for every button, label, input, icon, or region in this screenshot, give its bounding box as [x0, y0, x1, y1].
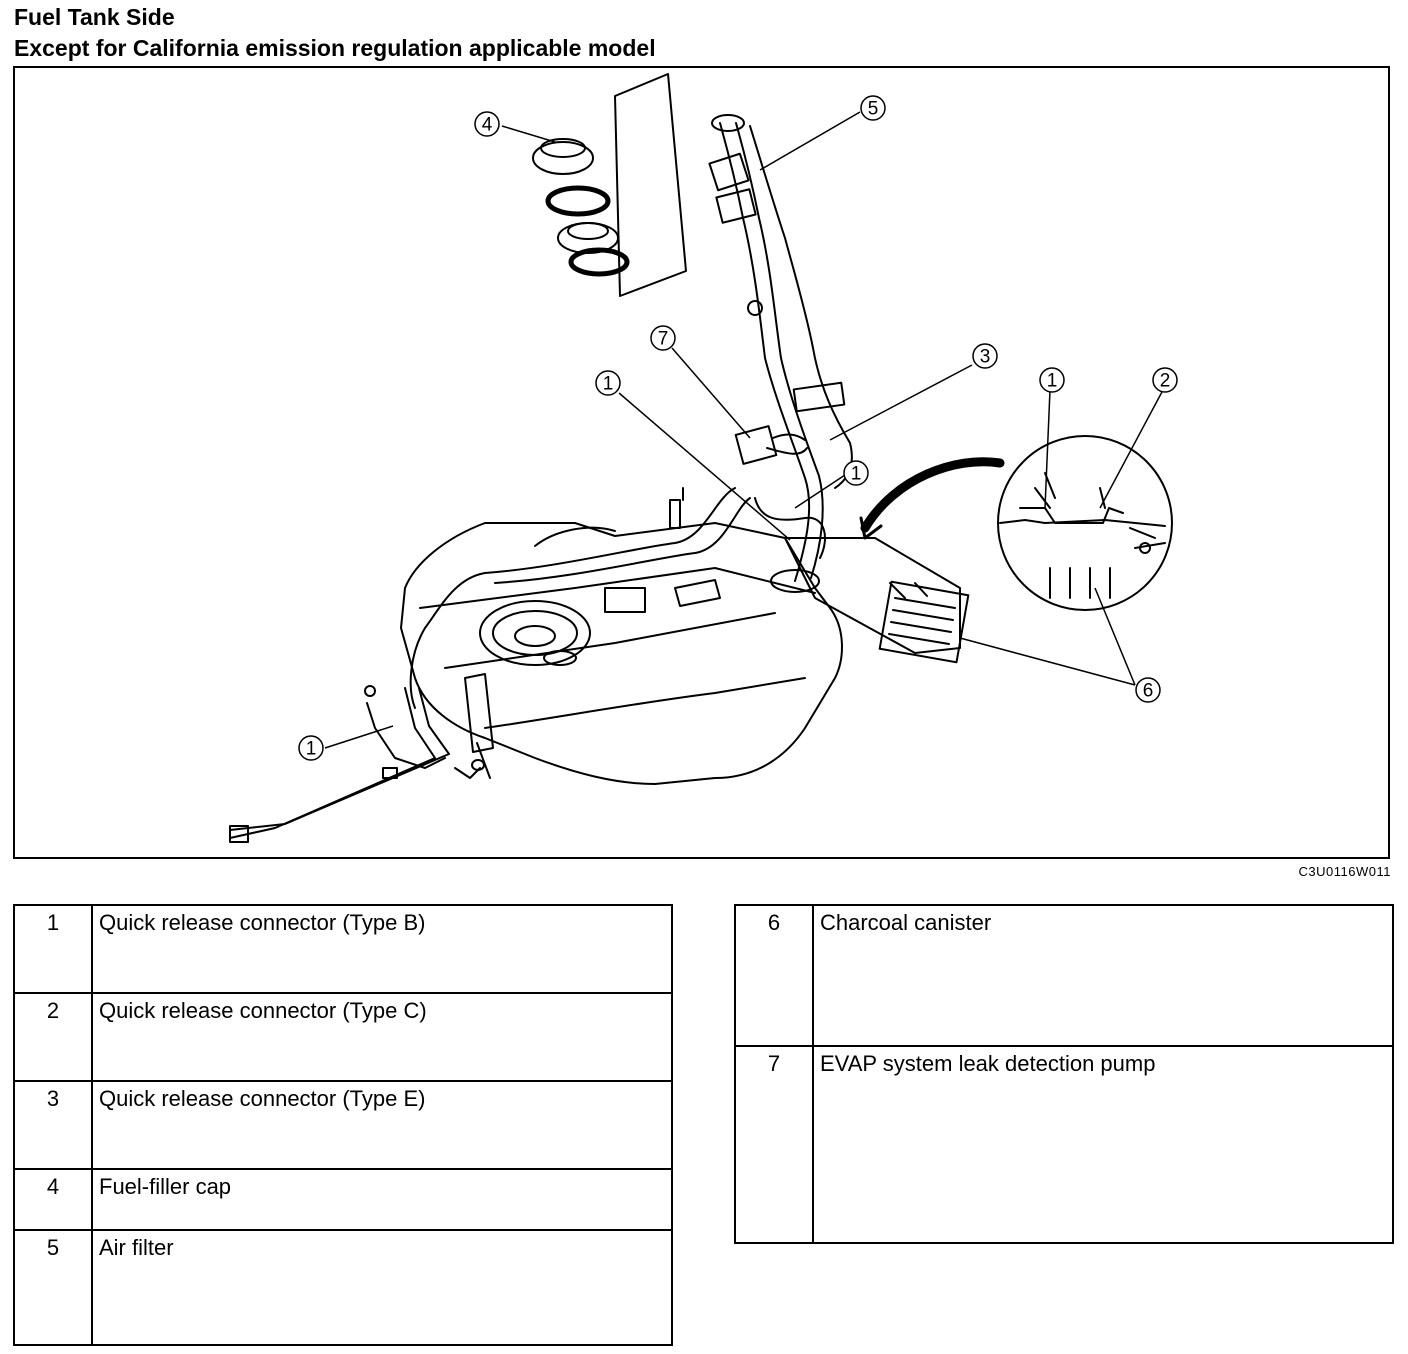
fuel-filler-cap-part [532, 141, 594, 175]
part-name: Fuel-filler cap [91, 1168, 673, 1231]
part-number: 4 [13, 1168, 93, 1231]
callout-4: 4 [482, 115, 493, 136]
figure-code: C3U0116W011 [1298, 864, 1391, 879]
evap-pump [734, 425, 778, 465]
detail-arrow [860, 457, 1005, 533]
callout-3: 3 [980, 347, 991, 368]
table-row: 7 EVAP system leak detection pump [734, 1045, 1394, 1244]
part-number: 2 [13, 992, 93, 1082]
callout-2: 2 [1160, 371, 1171, 392]
part-name: Air filter [91, 1229, 673, 1346]
part-name: Quick release connector (Type E) [91, 1080, 673, 1170]
callout-1: 1 [851, 464, 862, 485]
fuel-pump-ring [479, 600, 591, 666]
table-row: 1 Quick release connector (Type B) [13, 904, 673, 994]
callout-1: 1 [603, 374, 614, 395]
table-row: 4 Fuel-filler cap [13, 1168, 673, 1231]
part-name: EVAP system leak detection pump [812, 1045, 1394, 1244]
callout-1: 1 [1047, 371, 1058, 392]
filler-cap-inset [614, 73, 687, 297]
fuel-system-diagram: 4 5 7 1 3 1 2 1 6 1 [13, 66, 1390, 859]
part-name: Quick release connector (Type C) [91, 992, 673, 1082]
callout-7: 7 [658, 329, 669, 350]
table-row: 3 Quick release connector (Type E) [13, 1080, 673, 1170]
page-subtitle: Except for California emission regulatio… [14, 35, 656, 61]
page-title: Fuel Tank Side [14, 4, 175, 30]
leader-lines [324, 111, 1164, 749]
diagram-drawing: 4 5 7 1 3 1 2 1 6 1 [229, 73, 1178, 843]
charcoal-canister [784, 537, 961, 654]
table-row: 5 Air filter [13, 1229, 673, 1346]
detail-circle [997, 435, 1173, 611]
part-number: 3 [13, 1080, 93, 1170]
part-number: 7 [734, 1045, 814, 1244]
fuel-tank [400, 522, 843, 785]
callout-5: 5 [868, 99, 879, 120]
part-number: 1 [13, 904, 93, 994]
parts-table-left: 1 Quick release connector (Type B) 2 Qui… [13, 904, 673, 1346]
callout-1: 1 [306, 739, 317, 760]
table-row: 6 Charcoal canister [734, 904, 1394, 1047]
part-name: Quick release connector (Type B) [91, 904, 673, 994]
part-name: Charcoal canister [812, 904, 1394, 1047]
callout-6: 6 [1143, 681, 1154, 702]
filler-pipe [719, 122, 811, 582]
part-number: 5 [13, 1229, 93, 1346]
table-row: 2 Quick release connector (Type C) [13, 992, 673, 1082]
part-number: 6 [734, 904, 814, 1047]
parts-table-right: 6 Charcoal canister 7 EVAP system leak d… [734, 904, 1394, 1244]
